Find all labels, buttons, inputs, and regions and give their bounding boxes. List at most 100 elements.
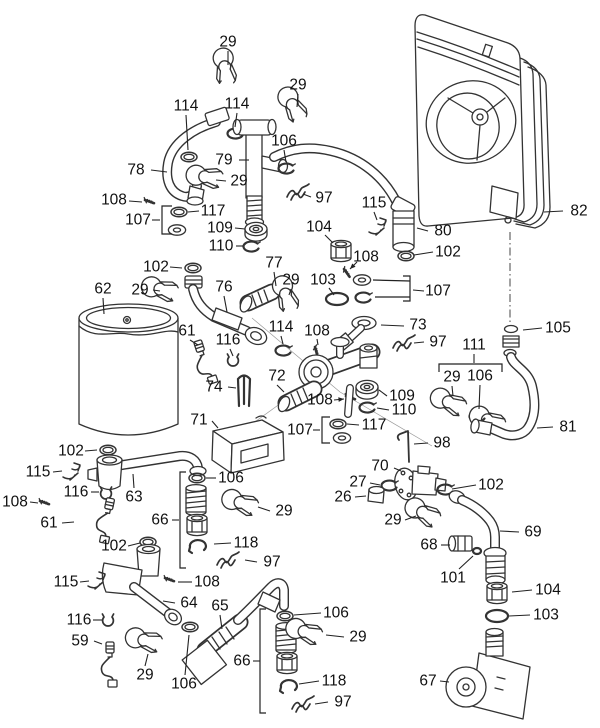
- part-callout-61-63: 61: [40, 515, 57, 532]
- part-callout-29-0: 29: [219, 34, 236, 51]
- part-29-clamp: [210, 45, 239, 87]
- part-callout-29-80: 29: [349, 629, 366, 646]
- part-callout-27-49: 27: [349, 474, 366, 491]
- part-callout-108-35: 108: [304, 323, 330, 340]
- callout-leader: [52, 470, 63, 473]
- callout-leader: [162, 600, 176, 604]
- part-callout-106-66: 106: [218, 470, 244, 487]
- part-98-pin: [396, 430, 410, 463]
- callout-leader: [302, 193, 312, 198]
- callout-leader: [84, 449, 98, 452]
- callout-leader: [283, 149, 287, 163]
- callout-leader: [276, 384, 285, 393]
- callout-leader: [293, 612, 322, 616]
- part-callout-76-17: 76: [215, 279, 232, 296]
- callout-leader: [369, 482, 381, 486]
- part-callout-61-21: 61: [178, 323, 195, 340]
- callout-leader: [380, 324, 405, 327]
- part-callout-78-4: 78: [127, 162, 144, 179]
- bracket-66: [179, 471, 186, 569]
- callout-leader: [184, 634, 190, 676]
- part-callout-29-15: 29: [131, 282, 148, 299]
- callout-leader: [79, 580, 90, 583]
- part-108-screw: [37, 497, 51, 506]
- part-callout-103-57: 103: [533, 607, 559, 624]
- part-104-nut: [486, 581, 508, 605]
- part-callout-72-24: 72: [268, 368, 285, 385]
- callout-leader: [189, 339, 199, 346]
- bracket-66: [259, 608, 266, 714]
- part-callout-102-59: 102: [58, 443, 84, 460]
- part-callout-69-53: 69: [524, 524, 541, 541]
- part-68-cylinder: [447, 535, 473, 552]
- part-74-fork-clip: [236, 374, 252, 408]
- part-callout-62-16: 62: [94, 281, 111, 298]
- callout-leader: [223, 295, 228, 313]
- part-118-halfring: [187, 539, 208, 555]
- part-62-tank: [78, 303, 179, 436]
- callout-leader: [169, 266, 183, 269]
- part-callout-108-42: 108: [307, 392, 333, 409]
- part-82-expansion-vessel: [414, 14, 551, 229]
- part-116-clip: [101, 613, 115, 627]
- part-110-circlip: [242, 240, 262, 253]
- part-callout-29-3: 29: [289, 77, 306, 94]
- part-callout-29-77: 29: [136, 667, 153, 684]
- callout-leader: [128, 200, 143, 203]
- part-114-circlip: [274, 344, 294, 357]
- callout-leader: [132, 473, 135, 489]
- callout-leader: [416, 227, 429, 232]
- part-callout-103-31: 103: [310, 272, 336, 289]
- part-117-oring: [170, 206, 188, 218]
- part-106-oring: [181, 621, 199, 633]
- part-102-oring: [397, 250, 415, 262]
- part-callout-29-37: 29: [443, 369, 460, 386]
- callout-leader: [227, 386, 237, 389]
- part-callout-107-10: 107: [125, 212, 151, 229]
- callout-leader: [543, 210, 564, 213]
- callout-leader: [522, 327, 543, 331]
- callout-leader: [413, 442, 429, 445]
- callout-leader: [234, 227, 246, 230]
- part-callout-102-14: 102: [143, 259, 169, 276]
- callout-leader: [61, 521, 75, 524]
- part-callout-110-13: 110: [209, 238, 234, 255]
- part-102-oring: [99, 444, 117, 456]
- callout-leader: [150, 169, 168, 173]
- callout-leader: [296, 93, 299, 108]
- part-callout-116-22: 116: [216, 332, 241, 349]
- part-callout-71-25: 71: [190, 412, 207, 429]
- callout-leader: [413, 341, 425, 344]
- part-callout-108-9: 108: [101, 192, 127, 209]
- part-callout-77-18: 77: [265, 255, 282, 272]
- part-callout-59-76: 59: [71, 633, 88, 650]
- part-callout-63-64: 63: [125, 489, 142, 506]
- part-67-pump: [445, 627, 531, 720]
- part-callout-104-29: 104: [306, 219, 332, 236]
- part-callout-97-70: 97: [263, 554, 280, 571]
- callout-leader: [219, 614, 223, 630]
- part-callout-118-82: 118: [322, 673, 347, 690]
- callout-leader: [316, 338, 319, 346]
- part-callout-107-32: 107: [425, 283, 451, 300]
- part-114-oring: [180, 151, 198, 163]
- callout-leader: [451, 484, 477, 490]
- part-63-pipe: [87, 450, 207, 491]
- part-97-spring: [291, 695, 315, 713]
- part-callout-105-39: 105: [545, 320, 571, 337]
- part-66-nut: [186, 513, 208, 537]
- part-callout-108-72: 108: [194, 574, 220, 591]
- callout-leader: [213, 542, 232, 545]
- part-callout-80-27: 80: [434, 223, 452, 240]
- part-callout-66-67: 66: [151, 512, 168, 529]
- callout-leader: [102, 297, 105, 315]
- part-110-circlip: [358, 401, 378, 414]
- callout-leader: [536, 426, 554, 429]
- part-callout-108-30: 108: [353, 249, 379, 266]
- callout-leader: [499, 530, 520, 533]
- callout-leader: [152, 289, 161, 292]
- part-29-clamp: [122, 624, 164, 655]
